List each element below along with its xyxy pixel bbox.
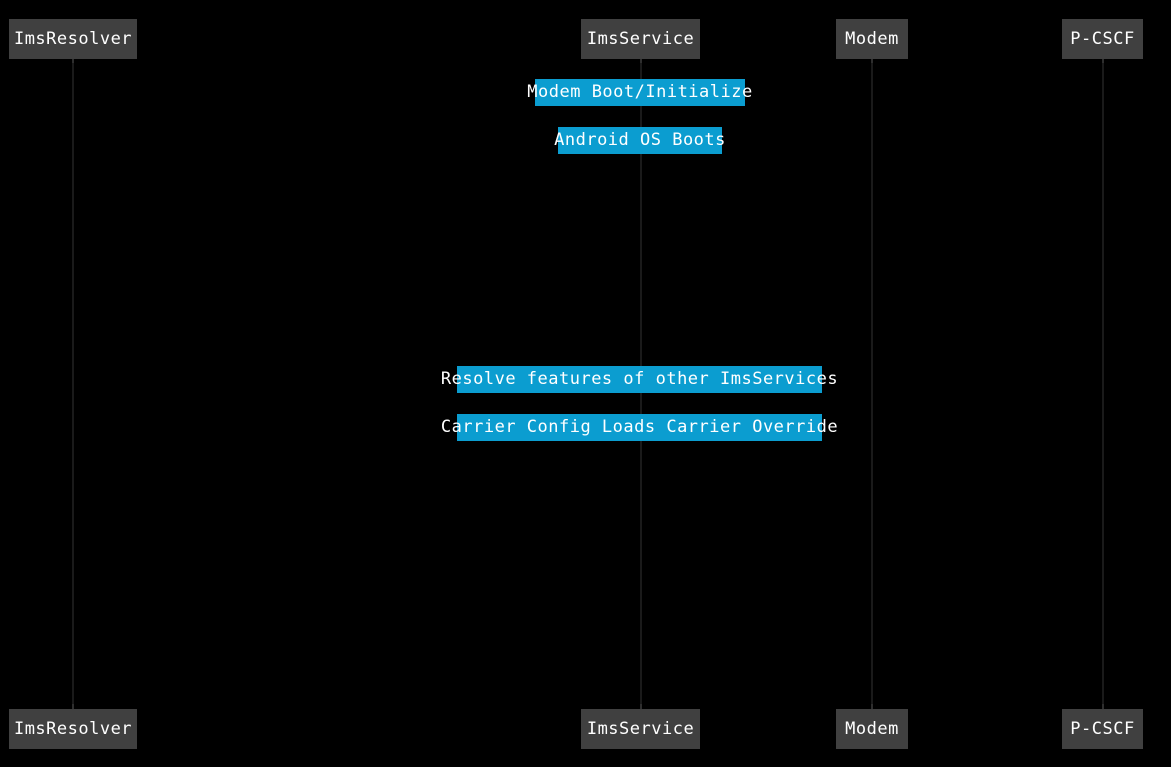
lifeline-pcscf — [1102, 59, 1104, 709]
note-carrier-config-override[interactable]: Carrier Config Loads Carrier Override — [441, 414, 838, 441]
note-modem-boot-initialize[interactable]: Modem Boot/Initialize — [527, 79, 752, 106]
note-resolve-features[interactable]: Resolve features of other ImsServices — [441, 366, 838, 393]
lifeline-stub-imsservice — [640, 57, 642, 63]
participant-footer-label-imsresolver: ImsResolver — [13, 718, 133, 739]
note-label-modem-boot-initialize: Modem Boot/Initialize — [527, 82, 753, 102]
participant-footer-label-imsservice: ImsService — [586, 718, 695, 739]
lifeline-stub-imsresolver — [72, 57, 74, 63]
lifeline-stub-bottom-modem — [871, 704, 873, 710]
participant-footer-label-pcscf: P-CSCF — [1070, 718, 1135, 739]
participant-footer-modem[interactable]: Modem — [836, 709, 908, 749]
participant-footer-pcscf[interactable]: P-CSCF — [1062, 709, 1143, 749]
note-label-android-os-boots: Android OS Boots — [554, 130, 726, 150]
lifeline-stub-modem — [871, 57, 873, 63]
participant-footer-imsresolver[interactable]: ImsResolver — [9, 709, 137, 749]
note-label-carrier-config-override: Carrier Config Loads Carrier Override — [440, 417, 839, 437]
lifeline-stub-bottom-imsresolver — [72, 704, 74, 710]
participant-label-imsservice: ImsService — [586, 28, 695, 49]
participant-footer-imsservice[interactable]: ImsService — [581, 709, 700, 749]
lifeline-stub-bottom-imsservice — [640, 704, 642, 710]
lifeline-imsresolver — [72, 59, 74, 709]
participant-label-modem: Modem — [845, 28, 899, 49]
lifeline-modem — [871, 59, 873, 709]
lifeline-stub-pcscf — [1102, 57, 1104, 63]
participant-footer-label-modem: Modem — [845, 718, 899, 739]
participant-header-imsservice[interactable]: ImsService — [581, 19, 700, 59]
note-label-resolve-features: Resolve features of other ImsServices — [440, 369, 839, 389]
note-android-os-boots[interactable]: Android OS Boots — [554, 127, 725, 154]
lifeline-stub-bottom-pcscf — [1102, 704, 1104, 710]
participant-label-pcscf: P-CSCF — [1070, 28, 1135, 49]
participant-header-modem[interactable]: Modem — [836, 19, 908, 59]
participant-header-pcscf[interactable]: P-CSCF — [1062, 19, 1143, 59]
participant-header-imsresolver[interactable]: ImsResolver — [9, 19, 137, 59]
participant-label-imsresolver: ImsResolver — [13, 28, 133, 49]
